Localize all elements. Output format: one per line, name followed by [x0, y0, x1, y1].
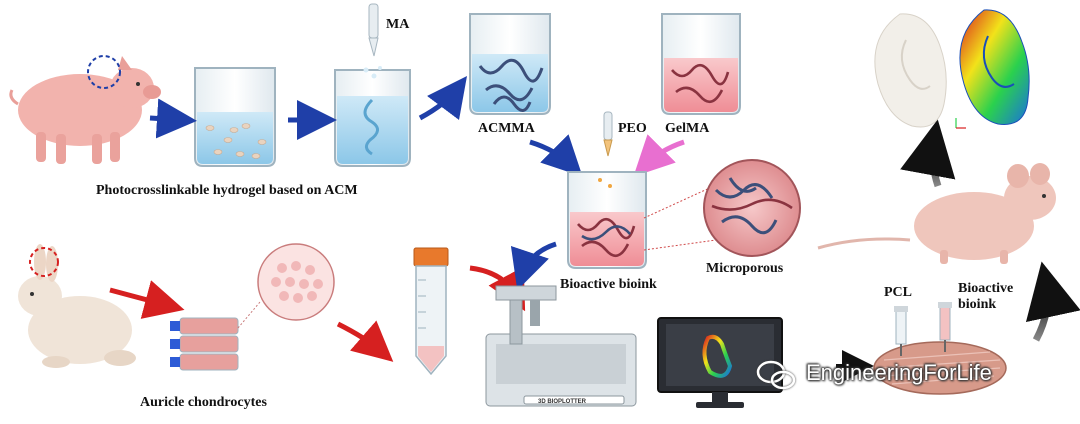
ear-scan-icon [959, 9, 1030, 125]
flask-icon [170, 317, 239, 371]
zoom-line [643, 239, 717, 251]
auricle-chondrocytes-label: Auricle chondrocytes [140, 395, 267, 410]
acmma-label: ACMMA [478, 121, 536, 136]
arrow-acmma-to-bioink [529, 134, 583, 177]
beaker-icon [567, 171, 647, 269]
ear-scan-icon [874, 13, 947, 128]
axis-icon [955, 118, 966, 129]
rabbit-icon [18, 244, 136, 368]
photocrosslinkable-label: Photocrosslinkable hydrogel based on ACM [96, 183, 358, 198]
zoom-line [643, 185, 715, 219]
beaker-icon [194, 67, 276, 167]
beaker-icon [469, 13, 551, 115]
arrow-pig-to-beaker [149, 98, 197, 139]
arrow-beaker2-to-acmma [418, 76, 468, 121]
cell-zoom-circle [257, 243, 335, 321]
bioactive-bioink-label: Bioactive bioink [560, 277, 657, 292]
bioactive-line-1: Bioactive [958, 281, 1013, 296]
peo-label: PEO [618, 121, 647, 136]
syringe-icon [938, 302, 952, 352]
microporous-circle [703, 159, 801, 257]
ma-label: MA [386, 17, 410, 32]
pig-icon [9, 56, 161, 164]
arrow-rabbit-to-flasks [109, 280, 185, 319]
watermark-text: EngineeringForLife [806, 360, 992, 385]
microporous-label: Microporous [706, 261, 784, 276]
printer-brand-label: 3D BIOPLOTTER [538, 399, 587, 405]
zoom-line [237, 301, 261, 329]
beaker-icon [334, 66, 411, 167]
arrow-gelma-to-bioink [633, 134, 685, 177]
bioactive-bioink-label-2: Bioactive bioink [958, 281, 1017, 312]
pipette-icon [368, 3, 379, 57]
rabbit-ear-marker [29, 247, 59, 277]
bioprinter-icon [485, 285, 637, 407]
arrow-flasks-to-tube [336, 320, 394, 362]
pipette-icon [603, 111, 613, 157]
scaffold-icon [873, 341, 1007, 395]
monitor-icon [657, 317, 783, 408]
arrow-bioink-to-printer [510, 241, 557, 291]
beaker-icon [661, 13, 741, 115]
pcl-label: PCL [884, 285, 912, 300]
wechat-icon [756, 360, 796, 390]
mouse-icon [817, 163, 1056, 264]
tube-icon [413, 247, 449, 376]
arrow-scaffold-to-mouse [1025, 261, 1080, 342]
pig-ear-marker [87, 55, 121, 89]
syringe-icon [894, 306, 908, 356]
arrow-mouse-to-ear [900, 119, 956, 188]
gelma-label: GelMA [665, 121, 710, 136]
bioactive-line-2: bioink [958, 297, 996, 312]
